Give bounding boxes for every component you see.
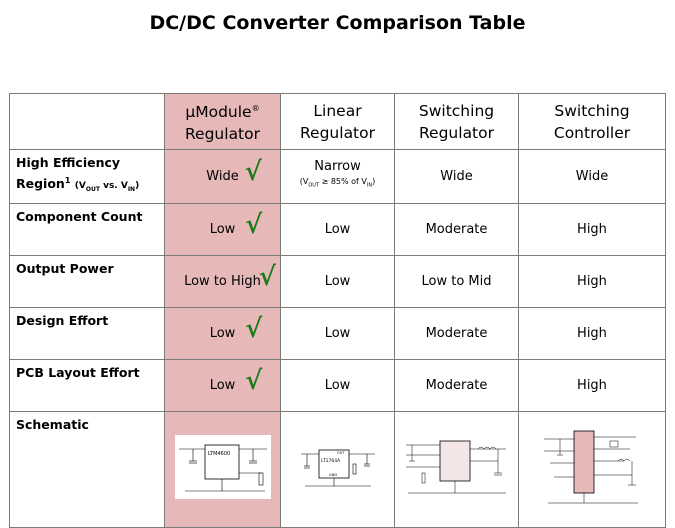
cell-power-umodule: Low to High√ [164,254,281,308]
cell-schematic-switching-regulator [394,410,519,528]
registered-mark: ® [251,103,260,113]
eff-small-end: ) [135,181,140,192]
check-icon: √ [244,156,262,187]
cell-component-umodule: Low √ [164,202,281,256]
cell-schematic-umodule: LTM4600 [164,410,281,528]
header-umodule: µModule® Regulator [164,93,281,150]
header-empty [9,93,165,150]
cell-design-linear: Low [280,306,395,360]
cell-design-switching-controller: High [518,306,666,360]
cell-efficiency-linear: Narrow (VOUT ≥ 85% of VIN) [280,149,395,204]
header-switching-controller-line1: Switching [554,101,630,120]
header-row: µModule® Regulator Linear Regulator Swit… [9,93,666,150]
row-component-count: Component Count Low √ Low Moderate High [9,202,666,256]
value-text: Low [209,377,236,393]
cell-pcb-linear: Low [280,358,395,412]
header-linear-line2: Regulator [299,123,375,142]
linear-efficiency-note: (VOUT ≥ 85% of VIN) [281,174,394,194]
row-label-output-power: Output Power [9,254,165,308]
check-icon: √ [245,209,263,240]
cell-power-linear: Low [280,254,395,308]
note-e: ) [372,177,376,187]
cell-efficiency-switching-controller: Wide [518,149,666,204]
value-text: Wide [206,168,239,184]
check-icon: √ [258,261,276,292]
value-text: Low [209,221,236,237]
eff-small-a: (V [74,181,86,192]
row-label-pcb-layout-effort: PCB Layout Effort [9,358,165,412]
header-umodule-line2: Regulator [184,125,260,144]
umodule-schematic-image: LTM4600 [174,435,271,500]
cell-design-umodule: Low √ [164,306,281,360]
value-text: Narrow [314,159,361,175]
eff-small-mid: vs. V [99,181,128,192]
note-a: (V [299,177,309,187]
umodule-chip-label: LTM4600 [208,451,230,457]
value-text: Low to High [184,273,261,289]
check-icon: √ [245,313,263,344]
efficiency-label-line2: Region [16,176,65,192]
header-switching-regulator: Switching Regulator [394,93,519,150]
row-label-design-effort: Design Effort [9,306,165,360]
cell-pcb-umodule: Low √ [164,358,281,412]
header-switching-regulator-line2: Regulator [418,123,494,142]
note-d: IN [366,182,373,189]
note-b: OUT [308,182,320,189]
cell-schematic-switching-controller [518,410,666,528]
header-switching-controller-line2: Controller [553,123,631,142]
footnote-marker: 1 [64,176,71,185]
cell-pcb-switching-controller: High [518,358,666,412]
value-text: Low [209,325,236,341]
row-label-schematic: Schematic [9,410,165,528]
linear-pin-out: OUT [337,451,345,455]
cell-pcb-switching-regulator: Moderate [394,358,519,412]
eff-small-sub2: IN [127,185,136,193]
cell-schematic-linear: LT1764A OUT GND [280,410,395,528]
header-umodule-line1: µModule [185,103,252,122]
switching-controller-schematic-image [540,425,644,510]
row-efficiency: High Efficiency Region1 (VOUT vs. VIN) W… [9,149,666,204]
page-title: DC/DC Converter Comparison Table [149,12,526,34]
efficiency-label-small: (VOUT vs. VIN) [74,181,140,193]
row-label-component-count: Component Count [9,202,165,256]
cell-efficiency-switching-regulator: Wide [394,149,519,204]
efficiency-label-line1: High Efficiency [16,155,121,170]
row-output-power: Output Power Low to High√ Low Low to Mid… [9,254,666,308]
header-switching-regulator-line1: Switching [418,101,495,120]
row-schematic: Schematic LTM4600 [9,410,666,528]
row-pcb-layout-effort: PCB Layout Effort Low √ Low Moderate High [9,358,666,412]
row-design-effort: Design Effort Low √ Low Moderate High [9,306,666,360]
switching-regulator-schematic-image [401,433,512,502]
cell-component-switching-regulator: Moderate [394,202,519,256]
linear-schematic-image: LT1764A OUT GND [298,444,377,491]
cell-component-switching-controller: High [518,202,666,256]
header-linear: Linear Regulator [280,93,395,150]
cell-component-linear: Low [280,202,395,256]
linear-pin-gnd: GND [329,473,337,477]
eff-small-sub1: OUT [85,185,100,193]
cell-design-switching-regulator: Moderate [394,306,519,360]
check-icon: √ [245,365,263,396]
cell-efficiency-umodule: Wide √ [164,149,281,204]
comparison-table: µModule® Regulator Linear Regulator Swit… [9,93,666,528]
linear-chip-label: LT1764A [321,458,341,464]
row-label-efficiency: High Efficiency Region1 (VOUT vs. VIN) [9,149,165,204]
header-switching-controller: Switching Controller [518,93,666,150]
header-linear-line1: Linear [313,101,362,120]
cell-power-switching-regulator: Low to Mid [394,254,519,308]
cell-power-switching-controller: High [518,254,666,308]
note-c: ≥ 85% of V [319,177,367,187]
